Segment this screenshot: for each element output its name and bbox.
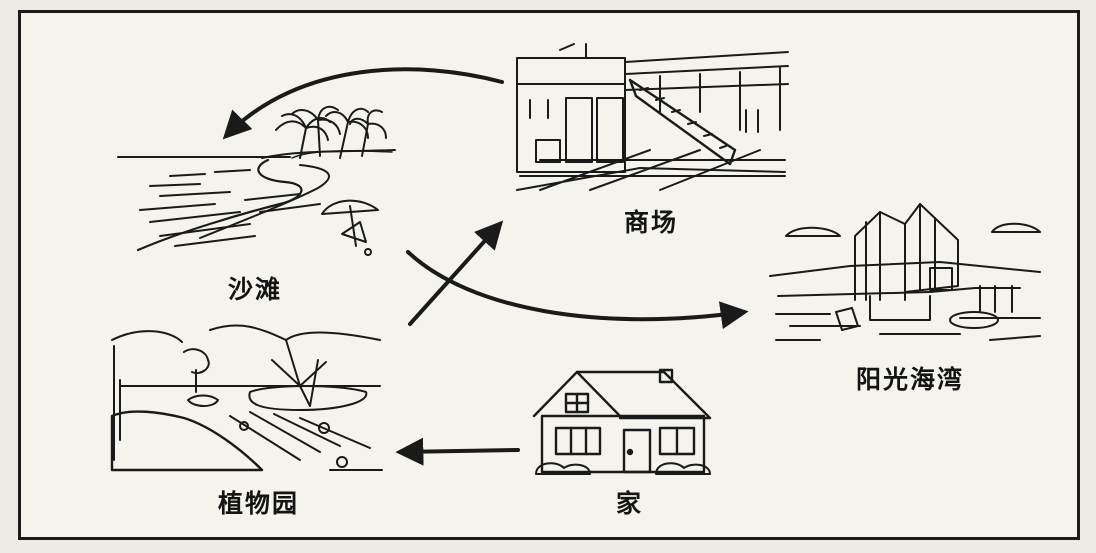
home-illustration [532, 368, 712, 475]
route-arrows [222, 67, 749, 466]
beach-illustration [117, 105, 396, 256]
label-mall: 商场 [624, 208, 679, 237]
arrow-mall-to-beach [222, 67, 504, 140]
label-bay: 阳光海湾 [856, 365, 965, 394]
mall-illustration [516, 43, 789, 191]
diagram-frame [18, 10, 1080, 540]
arrow-home-to-garden [395, 437, 520, 466]
label-beach: 沙滩 [228, 275, 283, 304]
arrow-garden-to-mall [408, 220, 504, 326]
arrow-beach-to-bay [406, 250, 749, 330]
garden-illustration [110, 324, 383, 472]
label-home: 家 [616, 489, 644, 518]
bay-illustration [769, 203, 1041, 341]
label-garden: 植物园 [218, 489, 300, 518]
